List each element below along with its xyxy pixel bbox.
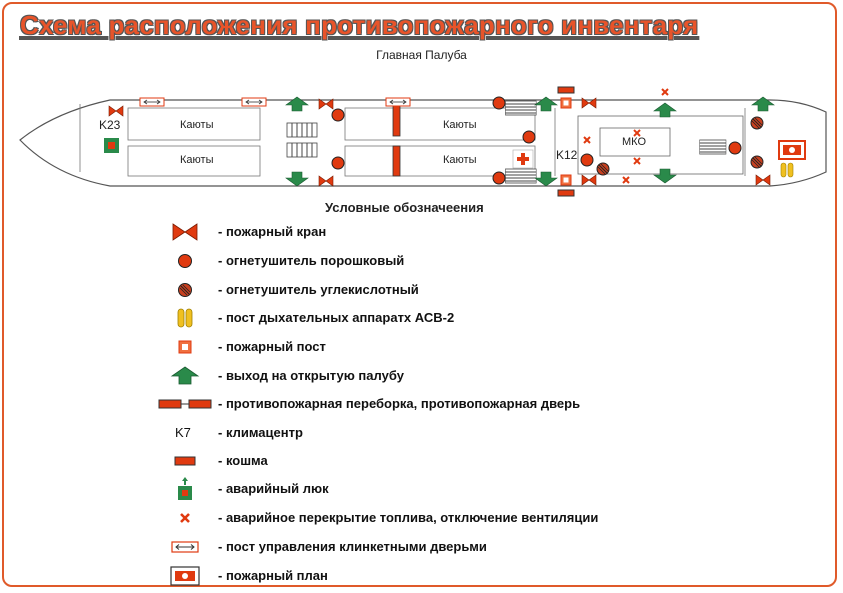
legend-label: - пост дыхательных аппаратх АСВ-2 (218, 310, 455, 325)
co2-extinguisher-icon (750, 155, 764, 169)
emergency-hatch-icon (104, 138, 119, 153)
door-control-post-icon (139, 97, 165, 107)
legend-label: - пожарный пост (218, 339, 326, 354)
powder-extinguisher-icon (178, 254, 192, 268)
cabin-block (127, 145, 261, 177)
legend-label: - огнетушитель порошковый (218, 253, 405, 268)
page-title: Схема расположения противопожарного инве… (20, 10, 699, 40)
room-label-engine: МКО (622, 136, 646, 148)
legend-item-door-control-post: - пост управления клинкетными дверьми (150, 535, 750, 559)
door-control-post-icon (171, 541, 199, 553)
room-label-cabins: Каюты (443, 119, 477, 131)
legend-item-fire-plan: - пожарный план (150, 564, 750, 588)
co2-extinguisher-icon (750, 116, 764, 130)
legend-label: - пожарный план (218, 568, 328, 583)
legend-label: - климацентр (218, 425, 303, 440)
legend-item-climate-center: K7 - климацентр (150, 421, 750, 445)
legend-label: - аварийное перекрытие топлива, отключен… (218, 510, 599, 525)
fire-blanket-icon (174, 456, 196, 466)
powder-extinguisher-icon (522, 130, 536, 144)
stairs (699, 139, 727, 155)
stairs (286, 142, 318, 158)
stairs (286, 122, 318, 138)
fuel-shutoff-icon (180, 513, 190, 523)
breathing-apparatus-icon (780, 162, 794, 178)
powder-extinguisher-icon (580, 153, 594, 167)
legend-label: - аварийный люк (218, 481, 329, 496)
fire-plan-icon (778, 140, 806, 160)
engine-room (599, 127, 671, 157)
fire-blanket-icon (557, 189, 575, 197)
fuel-shutoff-icon (661, 88, 669, 96)
deck-subtitle: Главная Палуба (376, 48, 467, 62)
legend-item-fire-post: - пожарный пост (150, 335, 750, 359)
fire-post-icon (178, 340, 192, 354)
legend-item-fuel-shutoff: - аварийное перекрытие топлива, отключен… (150, 506, 750, 530)
breathing-apparatus-icon (177, 308, 193, 328)
co2-extinguisher-icon (596, 162, 610, 176)
legend-item-co2-extinguisher: - огнетушитель углекислотный (150, 278, 750, 302)
fire-door-icon (158, 399, 212, 409)
legend-label: - пост управления клинкетными дверьми (218, 539, 487, 554)
powder-extinguisher-icon (492, 96, 506, 110)
co2-extinguisher-icon (178, 283, 192, 297)
fire-door (392, 105, 401, 137)
legend-item-powder-extinguisher: - огнетушитель порошковый (150, 249, 750, 273)
room-label-cabins: Каюты (443, 154, 477, 166)
climate-code-label: K12 (556, 148, 578, 162)
deck-plan: Каюты Каюты Каюты Каюты МКО K23 K12 (19, 86, 827, 197)
door-control-post-icon (385, 97, 411, 107)
stairs (504, 168, 537, 184)
legend-title: Условные обозначеения (325, 200, 484, 215)
legend-item-fire-blanket: - кошма (150, 449, 750, 473)
fire-plan-icon (170, 566, 200, 586)
cabin-block (344, 145, 536, 177)
fire-post-icon (560, 174, 572, 186)
powder-extinguisher-icon (728, 141, 742, 155)
legend-item-fire-door: - противопожарная переборка, противопожа… (150, 392, 750, 416)
page-frame (2, 2, 837, 587)
legend-item-exit: - выход на открытую палубу (150, 364, 750, 388)
fire-post-icon (560, 97, 572, 109)
exit-arrow-icon (170, 366, 200, 385)
legend-item-breathing-apparatus: - пост дыхательных аппаратх АСВ-2 (150, 306, 750, 330)
fire-blanket-icon (557, 86, 575, 94)
room-label-cabins: Каюты (180, 119, 214, 131)
cabin-block (344, 107, 536, 141)
door-control-post-icon (241, 97, 267, 107)
emergency-hatch-icon (178, 477, 192, 500)
fire-hydrant-icon (172, 223, 198, 241)
legend-item-emergency-hatch: - аварийный люк (150, 477, 750, 501)
legend-label: - кошма (218, 453, 268, 468)
cabin-block (127, 107, 261, 141)
stairs (504, 100, 537, 116)
powder-extinguisher-icon (331, 108, 345, 122)
powder-extinguisher-icon (331, 156, 345, 170)
legend-label: - выход на открытую палубу (218, 368, 404, 383)
powder-extinguisher-icon (492, 171, 506, 185)
fire-door (392, 145, 401, 177)
climate-center-icon: K7 (175, 425, 191, 440)
room-label-cabins: Каюты (180, 154, 214, 166)
legend-item-fire-hydrant: - пожарный кран (150, 220, 750, 244)
legend-label: - противопожарная переборка, противопожа… (218, 396, 581, 411)
first-aid-icon (512, 149, 534, 169)
climate-code-label: K23 (99, 118, 121, 132)
legend-label: - огнетушитель углекислотный (218, 282, 419, 297)
legend-label: - пожарный кран (218, 224, 327, 239)
